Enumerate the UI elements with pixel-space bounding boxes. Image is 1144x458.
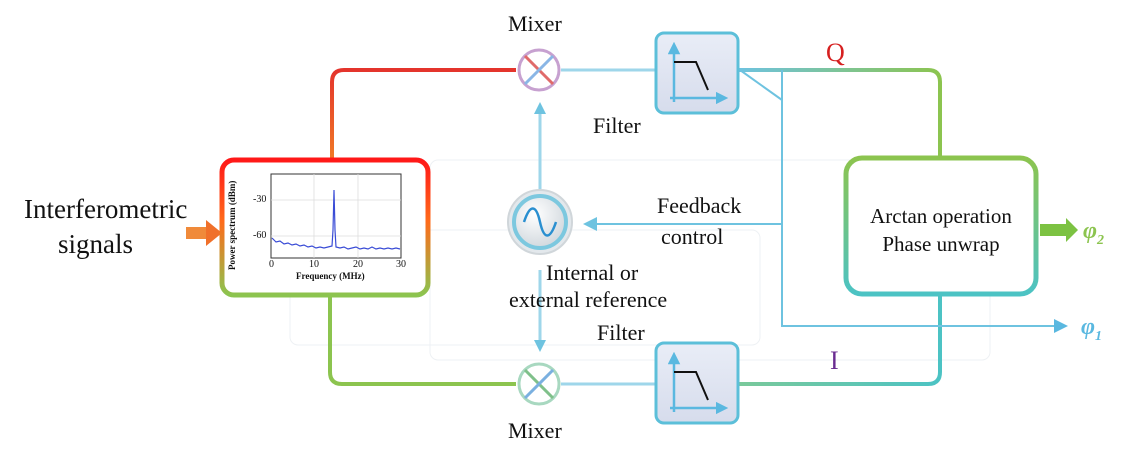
i-label: I (830, 346, 839, 375)
phi1-symbol: φ (1081, 314, 1096, 340)
bottom-filter-block (654, 341, 740, 425)
phi2-symbol: φ (1083, 218, 1098, 244)
spectrum-plot (270, 173, 402, 259)
reference-label-line2: external reference (509, 287, 668, 312)
q-label: Q (826, 38, 845, 67)
mixer-top-label: Mixer (508, 11, 562, 36)
spectrum-xtick-0: 0 (269, 259, 274, 270)
path-to-top-mixer (330, 68, 516, 160)
filter-top-label: Filter (593, 113, 641, 138)
feedback-lines (592, 69, 1060, 327)
spectrum-xtick-20: 20 (353, 259, 363, 270)
spectrum-xtick-30: 30 (396, 259, 406, 270)
i-signal-path (738, 296, 942, 386)
phi2-subscript: 2 (1097, 232, 1105, 248)
feedback-arrow-head (583, 217, 597, 231)
arctan-label-line2: Phase unwrap (882, 232, 1000, 256)
input-label-line2: signals (58, 229, 134, 259)
spectrum-ylabel: Power spectrum (dBm) (227, 180, 237, 270)
arctan-box (843, 155, 1039, 297)
top-filter-block (654, 31, 740, 115)
spectrum-xtick-10: 10 (309, 259, 319, 270)
top-mixer-symbol (517, 48, 561, 92)
spectrum-ytick-60: -60 (253, 230, 267, 241)
input-label-line1: Interferometric (24, 194, 188, 224)
path-to-bottom-mixer (328, 296, 516, 386)
oscillator-symbol (507, 189, 573, 255)
feedback-label-line1: Feedback (657, 193, 742, 218)
phi1-output: φ1 (1081, 315, 1102, 344)
bottom-mixer-symbol (517, 362, 561, 406)
spectrum-trace (271, 189, 401, 250)
spectrum-ytick-30: -30 (253, 194, 267, 205)
phi1-arrow-head (1054, 319, 1068, 333)
filter-bottom-label: Filter (597, 320, 645, 345)
reference-label-line1: Internal or (546, 260, 639, 285)
mixer-bottom-label: Mixer (508, 418, 562, 443)
phi1-subscript: 1 (1095, 328, 1103, 344)
spectrum-xlabel: Frequency (MHz) (296, 271, 365, 281)
phi2-arrow (1040, 218, 1078, 242)
input-arrow (186, 220, 222, 246)
feedback-label-line2: control (661, 224, 724, 249)
q-signal-path (738, 68, 942, 158)
arctan-label-line1: Arctan operation (870, 204, 1012, 228)
phi2-output: φ2 (1083, 219, 1104, 248)
